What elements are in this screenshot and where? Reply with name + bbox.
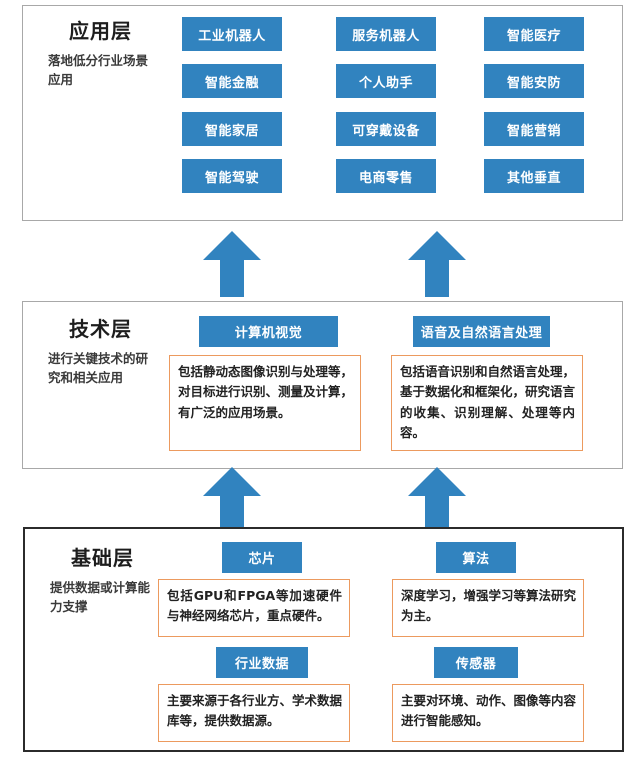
up-arrow-icon-technology-right: [408, 467, 466, 533]
app-chip-industrial-robot[interactable]: 工业机器人: [182, 17, 282, 51]
app-chip-smart-security[interactable]: 智能安防: [484, 64, 584, 98]
up-arrow-icon-application-right: [408, 231, 466, 297]
base-head-sensor[interactable]: 传感器: [434, 647, 518, 678]
base-desc-industry-data: 主要来源于各行业方、学术数据库等，提供数据源。: [158, 684, 350, 742]
application-layer-title: 应用层: [69, 19, 132, 43]
foundation-layer-caption: 基础层 提供数据或计算能力支撑: [43, 547, 183, 617]
app-chip-smart-driving[interactable]: 智能驾驶: [182, 159, 282, 193]
app-chip-other-vertical[interactable]: 其他垂直: [484, 159, 584, 193]
technology-layer-subtitle: 进行关键技术的研究和相关应用: [48, 351, 149, 386]
app-chip-smart-home[interactable]: 智能家居: [182, 112, 282, 146]
app-chip-smart-marketing[interactable]: 智能营销: [484, 112, 584, 146]
foundation-layer-subtitle: 提供数据或计算能力支撑: [50, 580, 151, 615]
technology-layer-container: 技术层 进行关键技术的研究和相关应用 计算机视觉 包括静动态图像识别与处理等，对…: [22, 301, 623, 469]
tech-desc-computer-vision: 包括静动态图像识别与处理等，对目标进行识别、测量及计算，有广泛的应用场景。: [169, 355, 361, 451]
tech-head-computer-vision[interactable]: 计算机视觉: [199, 316, 338, 347]
technology-layer-caption: 技术层 进行关键技术的研究和相关应用: [41, 318, 181, 388]
base-desc-sensor: 主要对环境、动作、图像等内容进行智能感知。: [392, 684, 584, 742]
app-chip-personal-assistant[interactable]: 个人助手: [336, 64, 436, 98]
base-head-chip[interactable]: 芯片: [222, 542, 302, 573]
base-desc-chip: 包括GPU和FPGA等加速硬件与神经网络芯片，重点硬件。: [158, 579, 350, 637]
base-head-industry-data[interactable]: 行业数据: [216, 647, 308, 678]
application-layer-container: 应用层 落地低分行业场景应用 工业机器人 智能金融 智能家居 智能驾驶 服务机器…: [22, 5, 623, 221]
up-arrow-icon-application-left: [203, 231, 261, 297]
up-arrow-icon-technology-left: [203, 467, 261, 533]
tech-head-speech-nlp[interactable]: 语音及自然语言处理: [413, 316, 550, 347]
base-desc-algorithm: 深度学习，增强学习等算法研究为主。: [392, 579, 584, 637]
foundation-layer-container: 基础层 提供数据或计算能力支撑 芯片 包括GPU和FPGA等加速硬件与神经网络芯…: [23, 527, 624, 752]
app-chip-ecommerce-retail[interactable]: 电商零售: [336, 159, 436, 193]
foundation-layer-title: 基础层: [71, 546, 134, 570]
application-layer-subtitle: 落地低分行业场景应用: [48, 53, 149, 88]
technology-layer-title: 技术层: [69, 317, 132, 341]
app-chip-service-robot[interactable]: 服务机器人: [336, 17, 436, 51]
app-chip-wearable-device[interactable]: 可穿戴设备: [336, 112, 436, 146]
tech-desc-speech-nlp: 包括语音识别和自然语言处理，基于数据化和框架化，研究语言的收集、识别理解、处理等…: [391, 355, 583, 451]
app-chip-smart-healthcare[interactable]: 智能医疗: [484, 17, 584, 51]
application-layer-caption: 应用层 落地低分行业场景应用: [41, 20, 181, 90]
base-head-algorithm[interactable]: 算法: [436, 542, 516, 573]
app-chip-smart-finance[interactable]: 智能金融: [182, 64, 282, 98]
